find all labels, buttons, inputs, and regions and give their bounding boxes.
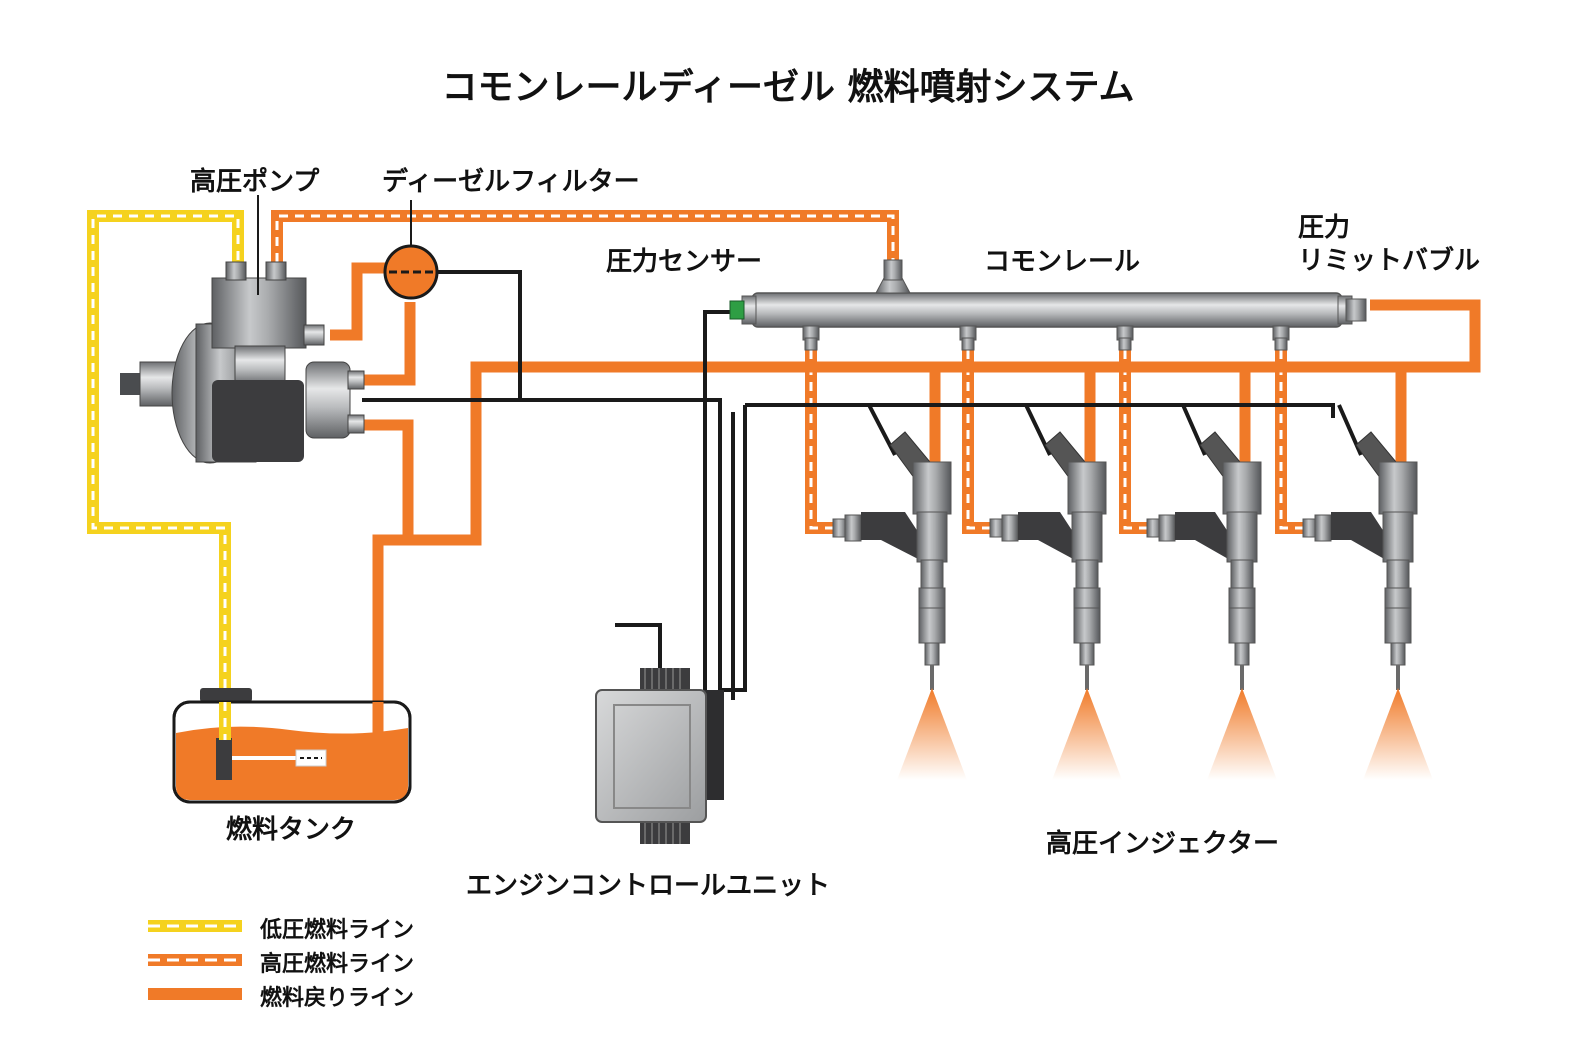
injector — [989, 431, 1122, 780]
label-pressure-limit-valve-line2: リミットバブル — [1298, 245, 1481, 276]
fuel-spray — [1052, 688, 1122, 780]
legend-label: 高圧燃料ライン — [260, 952, 415, 977]
fuel-tank — [172, 688, 412, 804]
label-high-pressure-pump: 高圧ポンプ — [190, 167, 320, 197]
return-lines — [330, 262, 1481, 720]
rail-outlet — [802, 325, 820, 351]
label-diesel-filter: ディーゼルフィルター — [382, 167, 640, 197]
legend-swatches — [148, 920, 242, 1000]
common-rail — [729, 259, 1367, 351]
rail-outlet — [1116, 325, 1134, 351]
low-pressure-line — [87, 210, 244, 720]
label-common-rail: コモンレール — [984, 247, 1141, 277]
label-pressure-limit-valve: 圧力 リミットバブル — [1298, 212, 1480, 277]
high-pressure-pump — [120, 195, 365, 464]
high-pressure-lines — [271, 210, 1303, 534]
legend-label: 低圧燃料ライン — [260, 918, 415, 943]
electrical-wires — [362, 270, 1363, 700]
label-ecu: エンジンコントロールユニット — [466, 871, 831, 901]
label-pressure-limit-valve-line1: 圧力 — [1298, 213, 1351, 243]
diesel-filter — [383, 200, 439, 300]
label-pressure-sensor: 圧力センサー — [606, 247, 763, 277]
label-injectors: 高圧インジェクター — [1046, 829, 1279, 859]
fuel-spray — [1207, 688, 1277, 780]
engine-control-unit — [595, 668, 724, 844]
diagram-title: コモンレールディーゼル 燃料噴射システム — [441, 67, 1135, 108]
legend-label: 燃料戻りライン — [260, 986, 415, 1011]
label-fuel-tank: 燃料タンク — [226, 815, 357, 845]
rail-outlet — [1272, 325, 1290, 351]
fuel-spray — [897, 688, 967, 780]
fuel-spray — [1363, 688, 1433, 780]
injector — [1302, 431, 1433, 780]
rail-outlet — [959, 325, 977, 351]
injector — [832, 431, 967, 780]
injectors-group — [832, 431, 1433, 780]
injector — [1146, 431, 1277, 780]
